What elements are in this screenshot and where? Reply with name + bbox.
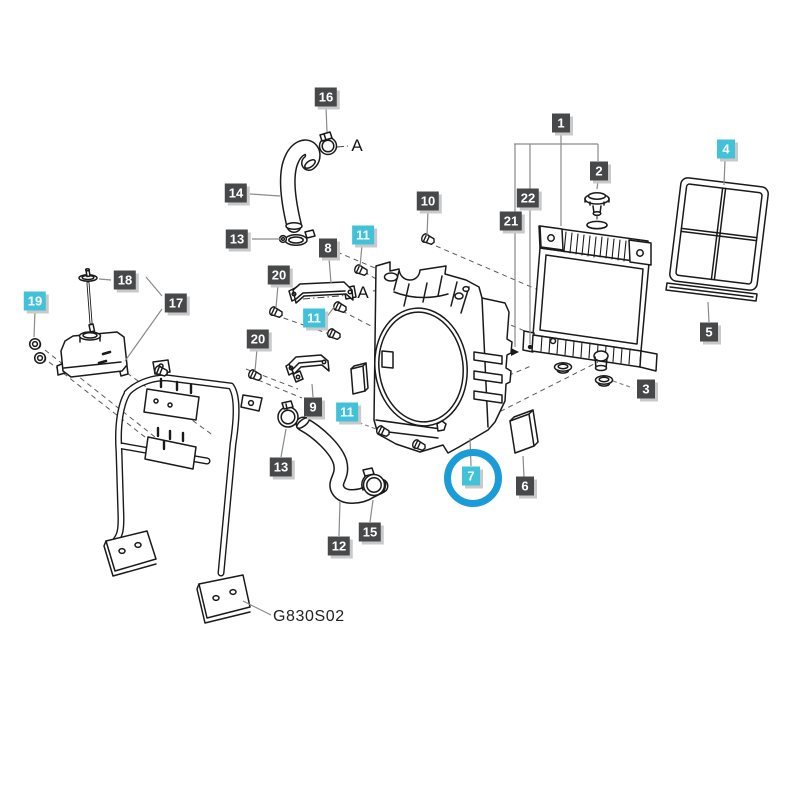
part-label-19[interactable]: 19 xyxy=(23,291,47,311)
part-label-14[interactable]: 14 xyxy=(224,183,248,203)
pad-drawing xyxy=(350,362,539,454)
part-label-3[interactable]: 3 xyxy=(637,379,655,399)
part-label-20[interactable]: 20 xyxy=(267,265,291,285)
part-label-20[interactable]: 20 xyxy=(246,329,270,349)
part-label-11[interactable]: 11 xyxy=(336,402,358,422)
screen-grille-drawing xyxy=(669,177,769,291)
part-label-4[interactable]: 4 xyxy=(717,139,735,159)
connector-letter-a: A xyxy=(357,283,369,302)
part-label-5[interactable]: 5 xyxy=(700,322,718,342)
reservoir-tank-drawing xyxy=(56,331,129,378)
fan-shroud-drawing xyxy=(373,261,513,454)
seal-strip-drawing xyxy=(665,282,758,302)
part-label-11[interactable]: 11 xyxy=(303,308,325,328)
part-label-12[interactable]: 12 xyxy=(327,536,351,556)
hose-clamp-drawing xyxy=(278,229,316,246)
connector-letter-a: A xyxy=(351,136,363,155)
part-label-21[interactable]: 21 xyxy=(499,211,523,231)
part-label-8[interactable]: 8 xyxy=(319,238,337,258)
figure-code: G830S02 xyxy=(273,608,345,625)
part-label-7[interactable]: 7 xyxy=(462,466,480,486)
upper-hose-drawing xyxy=(279,139,321,233)
hose-clamp-drawing xyxy=(277,400,299,428)
part-label-2[interactable]: 2 xyxy=(590,161,608,181)
part-label-6[interactable]: 6 xyxy=(516,476,534,496)
part-label-22[interactable]: 22 xyxy=(516,188,540,208)
part-label-13[interactable]: 13 xyxy=(225,229,249,249)
part-label-10[interactable]: 10 xyxy=(416,191,440,211)
highlight-circle xyxy=(444,449,502,507)
bracket-drawing xyxy=(285,281,357,383)
part-label-15[interactable]: 15 xyxy=(358,522,382,542)
radiator-drawing xyxy=(511,220,658,387)
dipstick-drawing xyxy=(78,267,98,333)
part-label-9[interactable]: 9 xyxy=(304,397,322,417)
leader-lines xyxy=(33,106,726,616)
part-label-13[interactable]: 13 xyxy=(269,457,293,477)
part-label-11[interactable]: 11 xyxy=(352,225,374,245)
part-label-16[interactable]: 16 xyxy=(314,87,338,107)
support-frame-drawing xyxy=(103,359,263,624)
part-label-1[interactable]: 1 xyxy=(552,113,570,133)
part-label-17[interactable]: 17 xyxy=(164,293,188,313)
radiator-cap-drawing xyxy=(584,192,610,222)
hose-clamp-drawing xyxy=(361,467,386,497)
part-label-18[interactable]: 18 xyxy=(113,270,137,290)
hose-clamp-drawing xyxy=(318,131,338,156)
